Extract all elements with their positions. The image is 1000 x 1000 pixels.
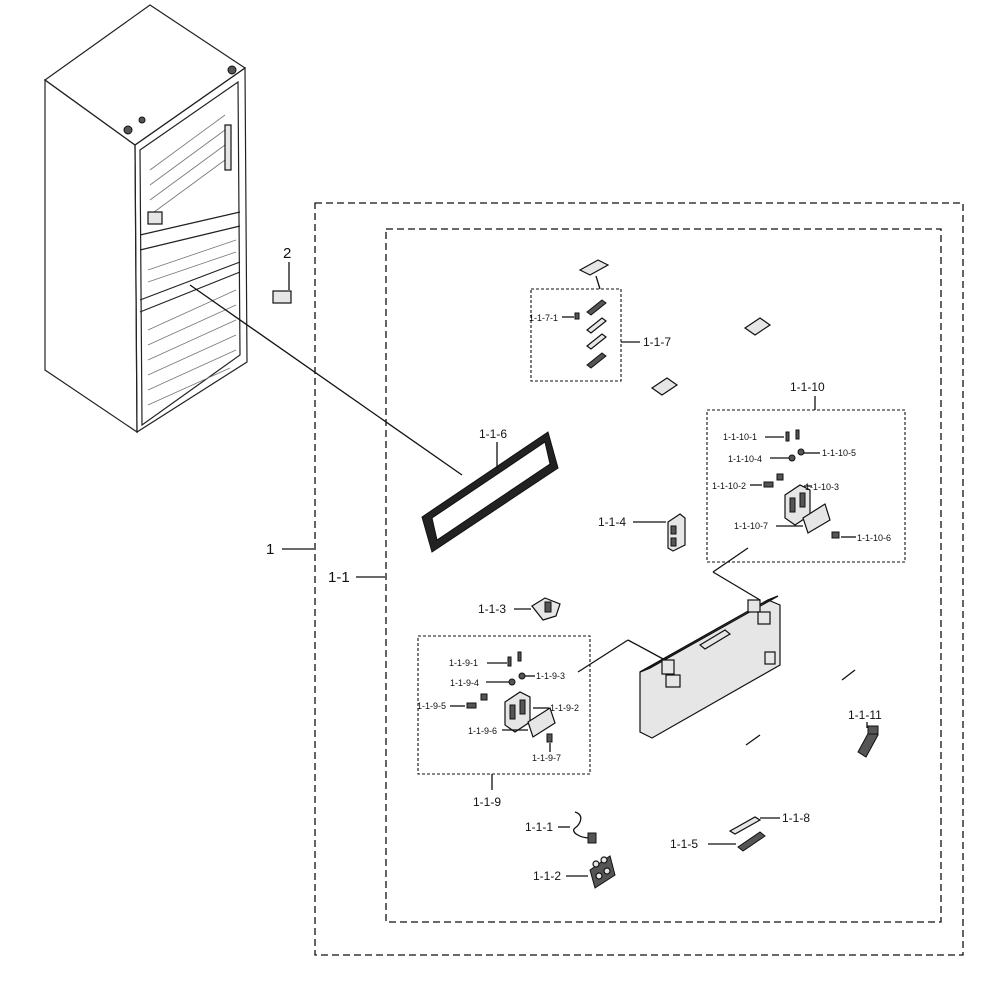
part-2: 2 xyxy=(272,245,292,304)
label-2: 2 xyxy=(283,245,291,262)
label-1-1-10: 1-1-10 xyxy=(790,380,825,394)
part-drawer-front xyxy=(639,595,781,739)
part-1-1-11-screw xyxy=(857,725,879,758)
label-1-1-11: 1-1-11 xyxy=(848,708,882,722)
assembly-1-1-boundary xyxy=(385,228,942,923)
refrigerator-illustration xyxy=(43,4,248,434)
label-1-1: 1-1 xyxy=(328,569,350,586)
label-1-1-10-3: 1-1-10-3 xyxy=(805,482,839,492)
label-1-1-1: 1-1-1 xyxy=(525,820,553,834)
part-1-1-1-wire xyxy=(573,811,597,844)
label-1-1-3: 1-1-3 xyxy=(478,602,506,616)
part-1-1-9-2-hinge xyxy=(504,691,531,733)
label-1-1-4: 1-1-4 xyxy=(598,515,626,529)
label-1-1-7-1: 1-1-7-1 xyxy=(529,313,558,323)
group-1-1-7-boundary xyxy=(530,288,622,382)
label-1-1-6: 1-1-6 xyxy=(479,427,507,441)
group-1-1-9-boundary xyxy=(417,635,591,775)
part-1-1-6-frame xyxy=(421,431,559,553)
part-plate-b xyxy=(650,377,679,396)
label-1-1-10-4: 1-1-10-4 xyxy=(728,454,762,464)
part-1-1-5-strip xyxy=(737,831,766,852)
part-1-1-2-connector xyxy=(589,855,616,889)
label-1: 1 xyxy=(266,541,274,558)
part-1-1-7-cover xyxy=(578,259,610,276)
label-1-1-10-1: 1-1-10-1 xyxy=(723,432,757,442)
part-1-1-4-bracket xyxy=(667,513,686,552)
label-1-1-9-4: 1-1-9-4 xyxy=(450,678,479,688)
part-1-1-7-strips xyxy=(574,299,607,369)
leader-fridge-to-1-1-6 xyxy=(189,284,463,476)
label-1-1-9-5: 1-1-9-5 xyxy=(417,701,446,711)
label-1-1-10-5: 1-1-10-5 xyxy=(822,448,856,458)
label-1-1-10-7: 1-1-10-7 xyxy=(734,521,768,531)
label-1-1-7: 1-1-7 xyxy=(643,335,671,349)
label-1-1-2: 1-1-2 xyxy=(533,869,561,883)
label-1-1-5: 1-1-5 xyxy=(670,837,698,851)
label-1-1-9-7: 1-1-9-7 xyxy=(532,753,561,763)
part-1-1-8-strip xyxy=(728,816,762,835)
label-1-1-9-6: 1-1-9-6 xyxy=(468,726,497,736)
label-1-1-9-1: 1-1-9-1 xyxy=(449,658,478,668)
part-1-1-10-7-plate xyxy=(802,503,831,534)
label-1-1-9-2: 1-1-9-2 xyxy=(550,703,579,713)
part-1-1-9-6-plate xyxy=(527,707,556,738)
label-1-1-9: 1-1-9 xyxy=(473,795,501,809)
label-1-1-8: 1-1-8 xyxy=(782,811,810,825)
label-1-1-10-6: 1-1-10-6 xyxy=(857,533,891,543)
assembly-1-boundary xyxy=(314,202,964,956)
part-plate-a xyxy=(743,317,772,336)
label-1-1-9-3: 1-1-9-3 xyxy=(536,671,565,681)
label-1-1-10-2: 1-1-10-2 xyxy=(712,481,746,491)
